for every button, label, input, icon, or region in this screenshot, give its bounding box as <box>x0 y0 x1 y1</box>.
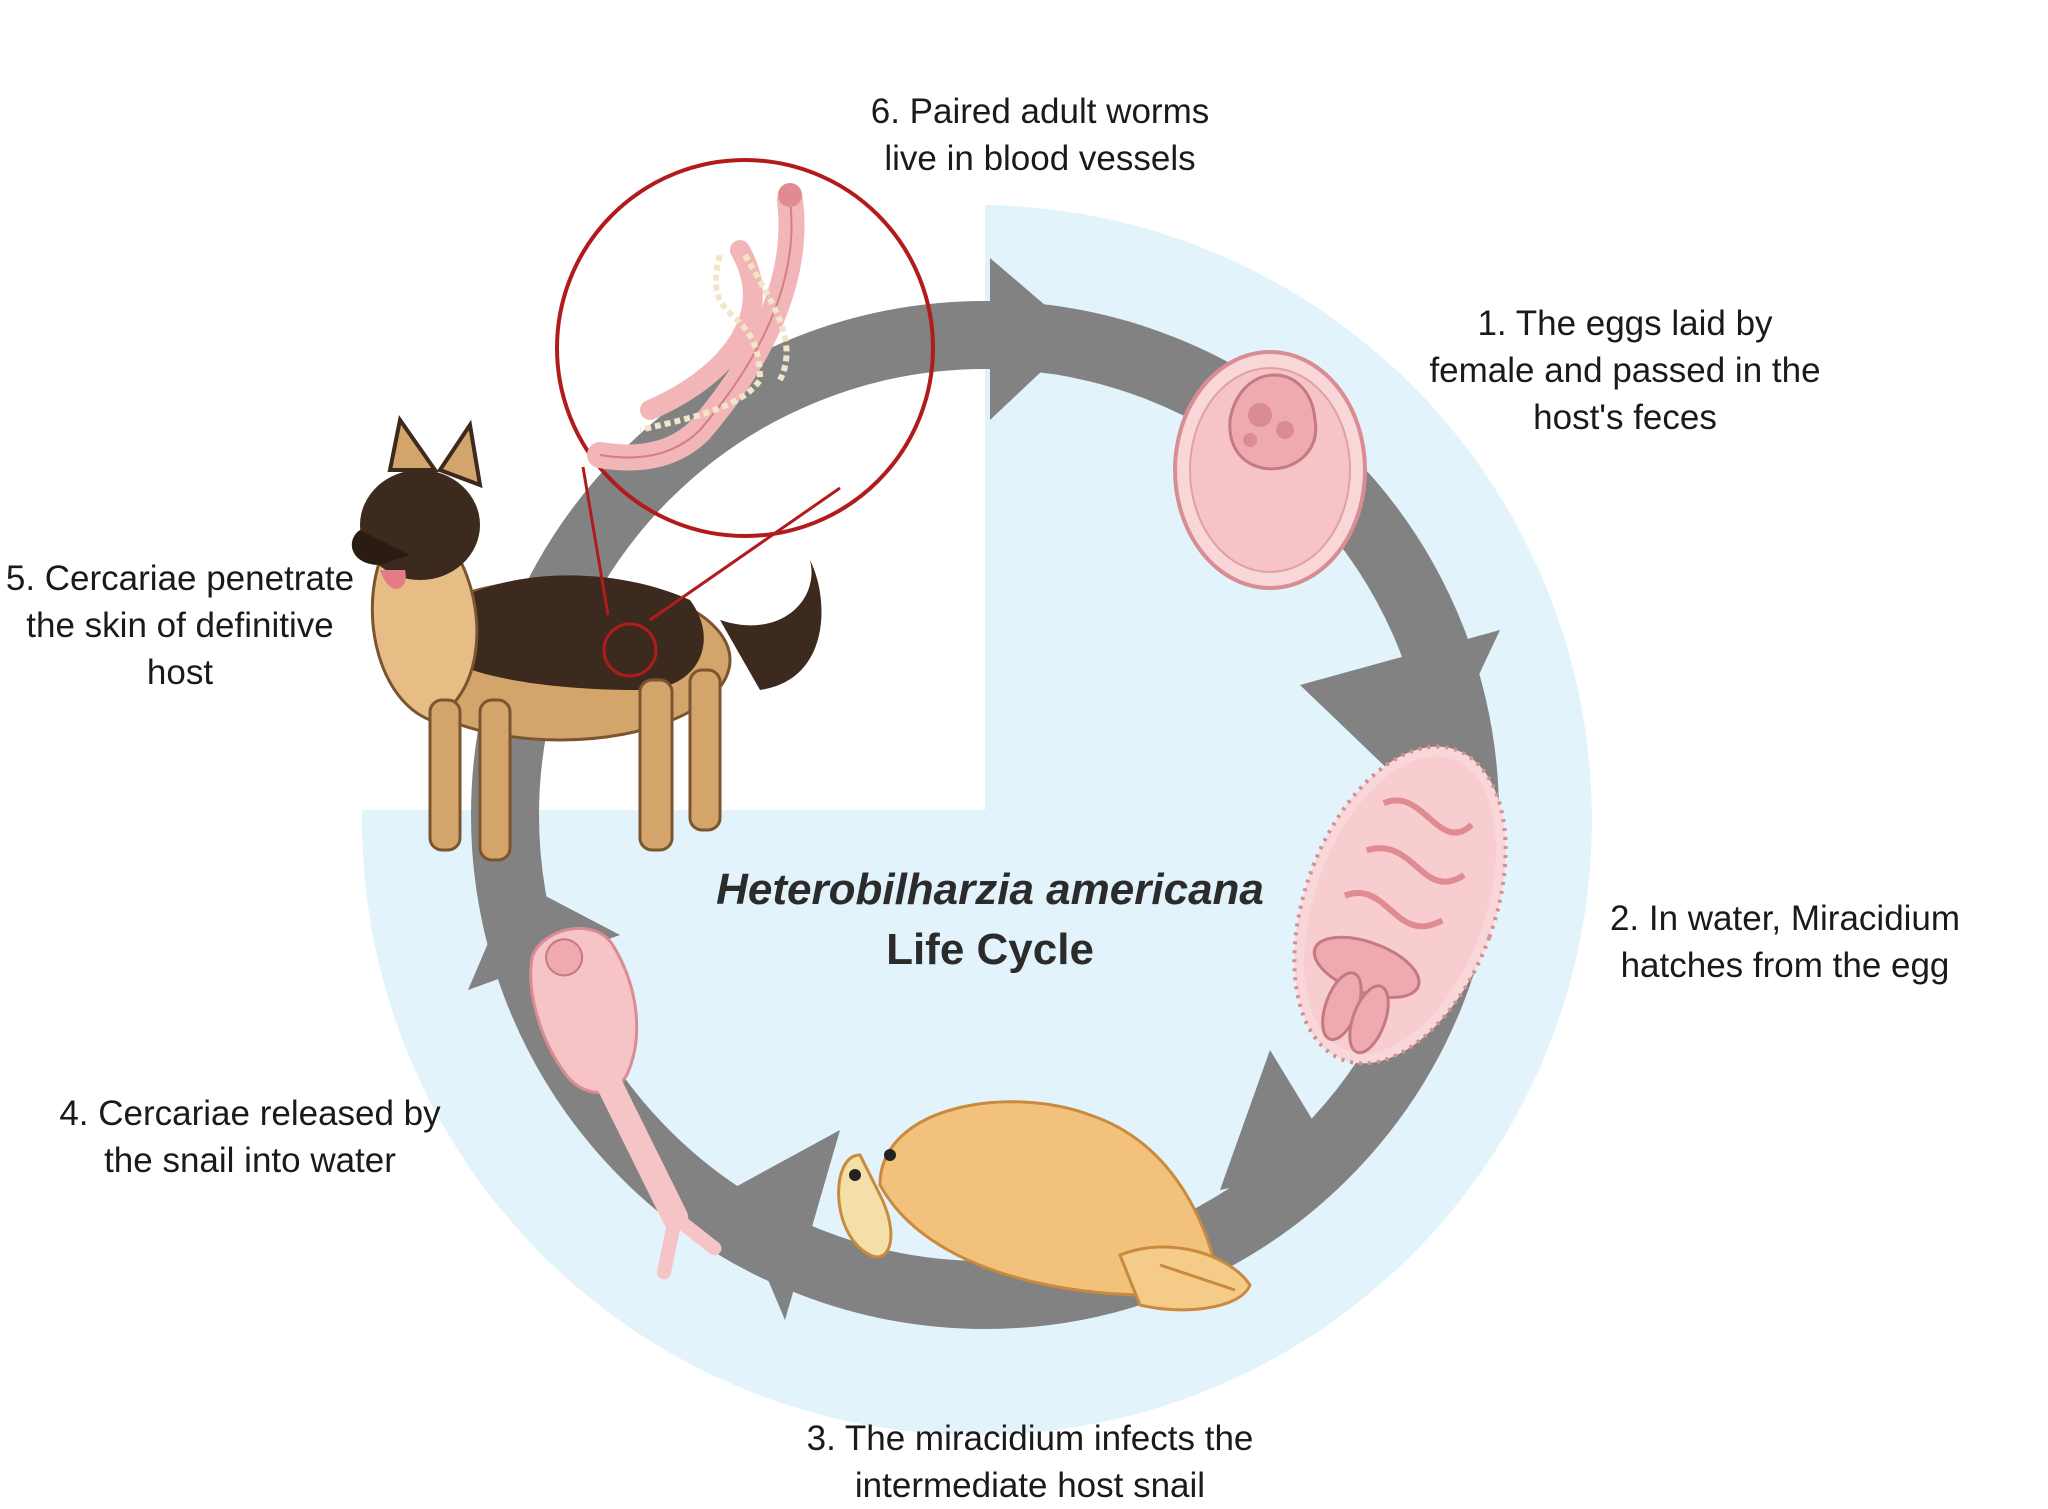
arrow-left <box>468 880 620 990</box>
stage-3-line-2: intermediate host snail <box>854 1466 1206 1505</box>
cercaria-icon <box>529 927 722 1280</box>
arrow-right-lower <box>1220 1050 1340 1190</box>
miracidium-icon <box>1292 744 1508 1066</box>
stage-5-line-3: host <box>146 653 214 692</box>
stage-4-label: 4. Cercariae released by the snail into … <box>20 1090 480 1184</box>
stage-1-line-2: female and passed in the <box>1429 351 1821 390</box>
stage-3-label: 3. The miracidium infects the intermedia… <box>770 1415 1290 1509</box>
snail-icon <box>837 1100 1252 1312</box>
adult-worms-icon <box>555 158 935 678</box>
stage-4-line-2: the snail into water <box>104 1141 396 1180</box>
title-subtitle: Life Cycle <box>886 925 1094 974</box>
stage-6-label: 6. Paired adult worms live in blood vess… <box>830 88 1250 182</box>
stage-5-label: 5. Cercariae penetrate the skin of defin… <box>0 555 360 696</box>
stage-6-line-1: 6. Paired adult worms <box>870 92 1210 131</box>
arrow-top <box>990 258 1080 420</box>
stage-1-line-1: 1. The eggs laid by <box>1477 304 1773 343</box>
diagram-title: Heterobilharzia americana Life Cycle <box>620 860 1360 980</box>
stage-5-line-1: 5. Cercariae penetrate <box>5 559 355 598</box>
arrow-bottom <box>730 1130 840 1320</box>
stage-6-line-2: live in blood vessels <box>884 139 1196 178</box>
title-species: Heterobilharzia americana <box>716 865 1264 914</box>
stage-2-label: 2. In water, Miracidium hatches from the… <box>1545 895 2025 989</box>
dog-icon <box>351 415 822 862</box>
stage-2-line-2: hatches from the egg <box>1620 946 1950 985</box>
stage-1-label: 1. The eggs laid by female and passed in… <box>1400 300 1850 441</box>
stage-2-line-1: 2. In water, Miracidium <box>1609 899 1961 938</box>
stage-1-line-3: host's feces <box>1533 398 1717 437</box>
stage-3-line-1: 3. The miracidium infects the <box>806 1419 1254 1458</box>
arrow-right-upper <box>1300 630 1500 800</box>
cycle-arrows <box>468 258 1500 1320</box>
stage-4-line-1: 4. Cercariae released by <box>59 1094 441 1133</box>
egg-icon <box>1173 350 1367 590</box>
stage-5-line-2: the skin of definitive <box>26 606 334 645</box>
